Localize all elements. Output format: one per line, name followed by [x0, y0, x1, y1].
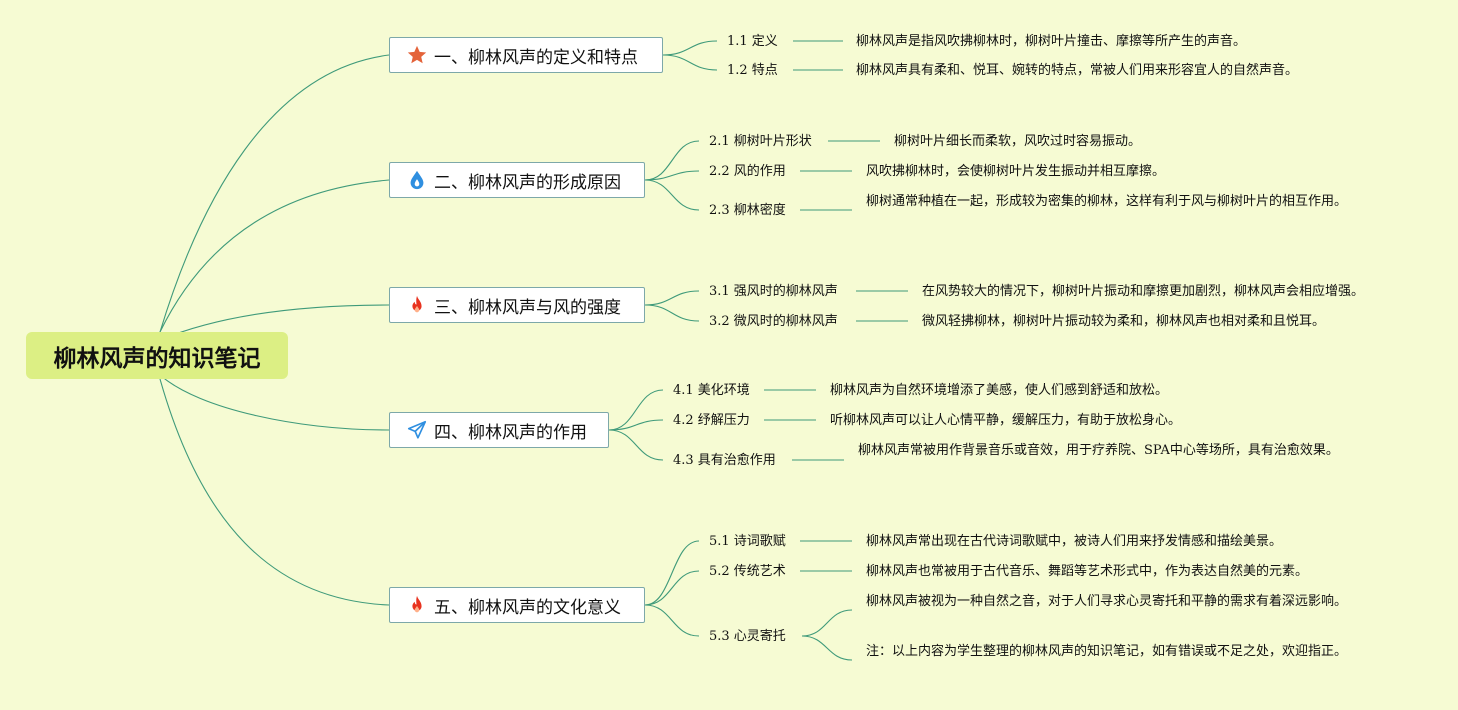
- subtopic-4-3[interactable]: 4.3 具有治愈作用: [673, 453, 776, 468]
- fire-icon: [406, 594, 428, 616]
- branch-wind-strength[interactable]: 三、柳林风声与风的强度: [389, 287, 645, 323]
- edge-3-2: [644, 304, 700, 322]
- branch-functions[interactable]: 四、柳林风声的作用: [389, 412, 609, 448]
- edge-root-branch-3: [159, 304, 390, 341]
- paper-plane-icon: [406, 419, 428, 441]
- edge-root-branch-4: [159, 374, 390, 431]
- subtopic-3-2[interactable]: 3.2 微风时的柳林风声: [709, 314, 838, 329]
- subtopic-3-1[interactable]: 3.1 强风时的柳林风声: [709, 284, 838, 299]
- note-5-3-b[interactable]: 注：以上内容为学生整理的柳林风声的知识笔记，如有错误或不足之处，欢迎指正。: [866, 644, 1348, 659]
- edge-3-1: [644, 290, 700, 306]
- note-4-1[interactable]: 柳林风声为自然环境增添了美感，使人们感到舒适和放松。: [830, 383, 1169, 398]
- root-topic[interactable]: 柳林风声的知识笔记: [26, 332, 288, 379]
- note-3-2[interactable]: 微风轻拂柳林，柳树叶片振动较为柔和，柳林风声也相对柔和且悦耳。: [922, 314, 1326, 329]
- branch-label: 三、柳林风声与风的强度: [434, 297, 621, 318]
- subtopic-2-1[interactable]: 2.1 柳树叶片形状: [709, 134, 812, 149]
- edge-2-3: [644, 179, 700, 211]
- note-2-3[interactable]: 柳树通常种植在一起，形成较为密集的柳林，这样有利于风与柳树叶片的相互作用。: [866, 194, 1348, 209]
- note-5-1[interactable]: 柳林风声常出现在古代诗词歌赋中，被诗人们用来抒发情感和描绘美景。: [866, 534, 1283, 549]
- note-3-1[interactable]: 在风势较大的情况下，柳树叶片振动和摩擦更加剧烈，柳林风声会相应增强。: [922, 284, 1365, 299]
- subtopic-2-3[interactable]: 2.3 柳林密度: [709, 203, 786, 218]
- leaf-edge-5-3-a: [801, 609, 853, 637]
- edge-root-branch-2: [159, 179, 390, 333]
- subtopic-4-1[interactable]: 4.1 美化环境: [673, 383, 750, 398]
- leaf-edge-5-3-b: [801, 635, 853, 661]
- note-5-2[interactable]: 柳林风声也常被用于古代音乐、舞蹈等艺术形式中，作为表达自然美的元素。: [866, 564, 1309, 579]
- note-1-1[interactable]: 柳林风声是指风吹拂柳林时，柳树叶片撞击、摩擦等所产生的声音。: [856, 34, 1247, 49]
- note-2-2[interactable]: 风吹拂柳林时，会使柳树叶片发生振动并相互摩擦。: [866, 164, 1166, 179]
- subtopic-4-2[interactable]: 4.2 纾解压力: [673, 413, 750, 428]
- fire-icon: [406, 294, 428, 316]
- note-4-3[interactable]: 柳林风声常被用作背景音乐或音效，用于疗养院、SPA中心等场所，具有治愈效果。: [858, 443, 1339, 458]
- branch-formation[interactable]: 二、柳林风声的形成原因: [389, 162, 645, 198]
- edge-2-2: [644, 170, 700, 181]
- edge-root-branch-1: [159, 54, 390, 333]
- note-2-1[interactable]: 柳树叶片细长而柔软，风吹过时容易振动。: [894, 134, 1142, 149]
- edge-2-1: [644, 140, 700, 181]
- subtopic-5-3[interactable]: 5.3 心灵寄托: [709, 629, 786, 644]
- note-1-2[interactable]: 柳林风声具有柔和、悦耳、婉转的特点，常被人们用来形容宜人的自然声音。: [856, 63, 1299, 78]
- subtopic-5-2[interactable]: 5.2 传统艺术: [709, 564, 786, 579]
- edge-1-2: [662, 54, 718, 71]
- branch-cultural-meaning[interactable]: 五、柳林风声的文化意义: [389, 587, 645, 623]
- water-drop-icon: [406, 169, 428, 191]
- edge-root-branch-5: [159, 378, 390, 606]
- branch-definition[interactable]: 一、柳林风声的定义和特点: [389, 37, 663, 73]
- subtopic-1-1[interactable]: 1.1 定义: [727, 34, 778, 49]
- star-icon: [406, 44, 428, 66]
- subtopic-5-1[interactable]: 5.1 诗词歌赋: [709, 534, 786, 549]
- note-5-3-a[interactable]: 柳林风声被视为一种自然之音，对于人们寻求心灵寄托和平静的需求有着深远影响。: [866, 594, 1348, 609]
- subtopic-1-2[interactable]: 1.2 特点: [727, 63, 778, 78]
- branch-label: 一、柳林风声的定义和特点: [434, 47, 638, 68]
- edge-4-1: [608, 389, 664, 431]
- branch-label: 五、柳林风声的文化意义: [434, 597, 621, 618]
- edge-5-2: [644, 570, 700, 606]
- branch-label: 二、柳林风声的形成原因: [434, 172, 621, 193]
- subtopic-2-2[interactable]: 2.2 风的作用: [709, 164, 786, 179]
- note-4-2[interactable]: 听柳林风声可以让人心情平静，缓解压力，有助于放松身心。: [830, 413, 1182, 428]
- edge-5-3: [644, 604, 700, 637]
- branch-label: 四、柳林风声的作用: [434, 422, 587, 443]
- edge-1-1: [662, 40, 718, 56]
- edge-4-2: [608, 419, 664, 431]
- edge-4-3: [608, 429, 664, 461]
- edge-5-1: [644, 540, 700, 606]
